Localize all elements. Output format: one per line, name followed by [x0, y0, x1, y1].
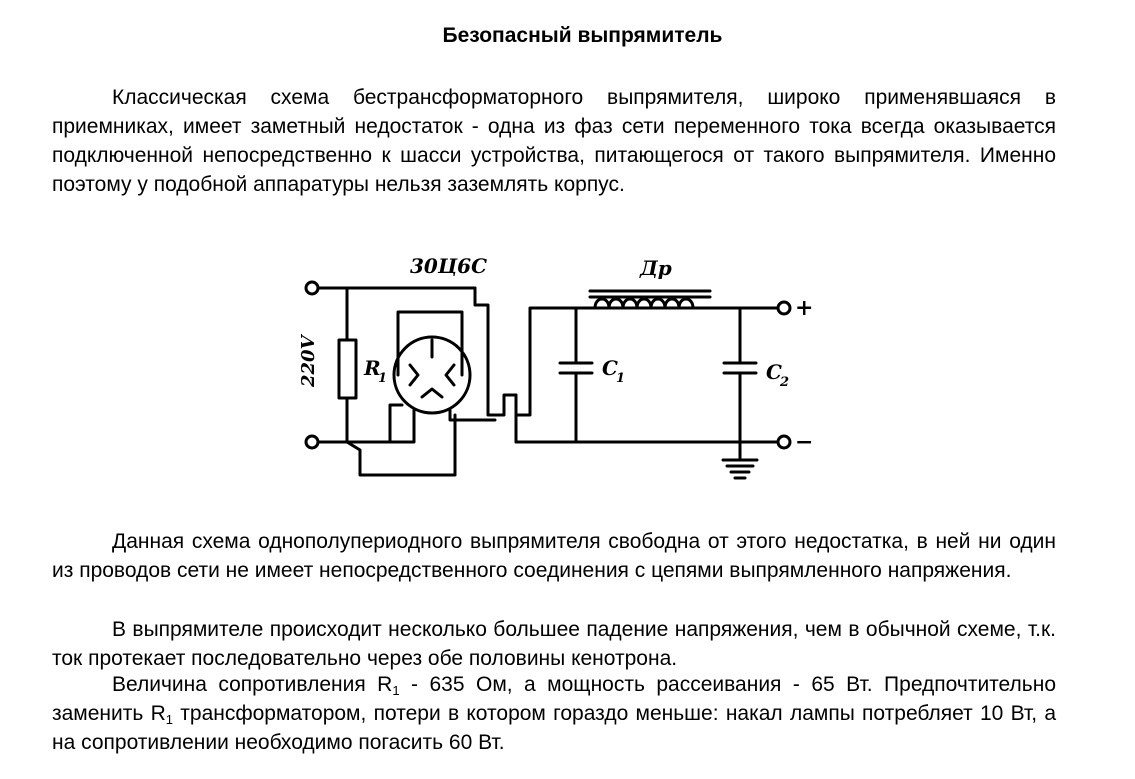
cap1-label-sub: 1	[616, 371, 625, 386]
ground-symbol	[721, 440, 759, 480]
resistor-r1	[337, 338, 358, 400]
cap1-label: C	[602, 356, 618, 380]
para4-text-3: трансформатором, потери в котором горазд…	[52, 702, 1056, 754]
paragraph-resistance: Величина сопротивления R1 - 635 Ом, а мо…	[52, 670, 1056, 757]
paragraph-intro: Классическая схема бестрансформаторного …	[52, 86, 1056, 196]
paragraph-description: Данная схема однополупериодного выпрямит…	[52, 530, 1056, 582]
cap2-label: C	[766, 360, 782, 384]
input-terminal-top	[304, 280, 320, 296]
choke-label: Др	[639, 256, 672, 280]
cap2-label-sub: 2	[779, 375, 789, 390]
choke-dr	[593, 297, 695, 310]
tube-label: 30Ц6С	[410, 254, 487, 278]
para4-text-2: - 635 Ом, а мощность рассеивания - 65 Вт…	[52, 673, 1057, 725]
rectifier-schematic: 30Ц6С Др 220V R 1 C 1 C 2 + −	[298, 254, 813, 480]
plus-label: +	[795, 295, 813, 321]
paragraph-voltage-drop: В выпрямителе происходит несколько больш…	[52, 618, 1056, 670]
output-terminal-minus	[776, 434, 792, 450]
page-title: Безопасный выпрямитель	[442, 24, 723, 47]
kenotron-30c6s	[392, 335, 472, 415]
para4-sub-1: 1	[392, 683, 400, 698]
para4-text-1: Величина сопротивления R	[112, 673, 393, 696]
resistor-label: R	[363, 356, 381, 380]
para4-sub-2: 1	[165, 712, 173, 727]
resistor-label-sub: 1	[378, 371, 387, 386]
input-terminal-bottom	[304, 434, 320, 450]
minus-label: −	[795, 429, 813, 455]
voltage-label: 220V	[298, 333, 319, 388]
output-terminal-plus	[776, 300, 792, 316]
